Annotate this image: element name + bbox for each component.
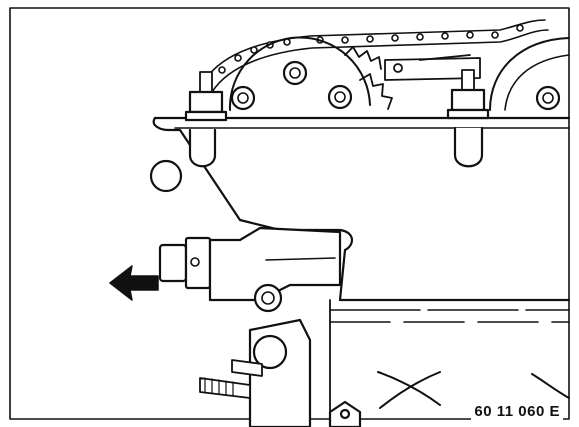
indicator-arrow (109, 265, 159, 301)
head-stud-right (446, 69, 490, 120)
chain-guide (384, 54, 481, 81)
lower-bracket (248, 299, 331, 427)
bottom-nut (328, 400, 362, 427)
cross-marks (377, 371, 570, 409)
stud-bolts (199, 359, 263, 399)
reference-code: 60 11 060 E (471, 402, 563, 421)
second-sprocket (489, 37, 570, 111)
head-stud-left (184, 71, 228, 122)
side-lug (149, 159, 183, 193)
camshaft-sprocket (228, 36, 393, 111)
chain-tensioner (158, 226, 342, 313)
